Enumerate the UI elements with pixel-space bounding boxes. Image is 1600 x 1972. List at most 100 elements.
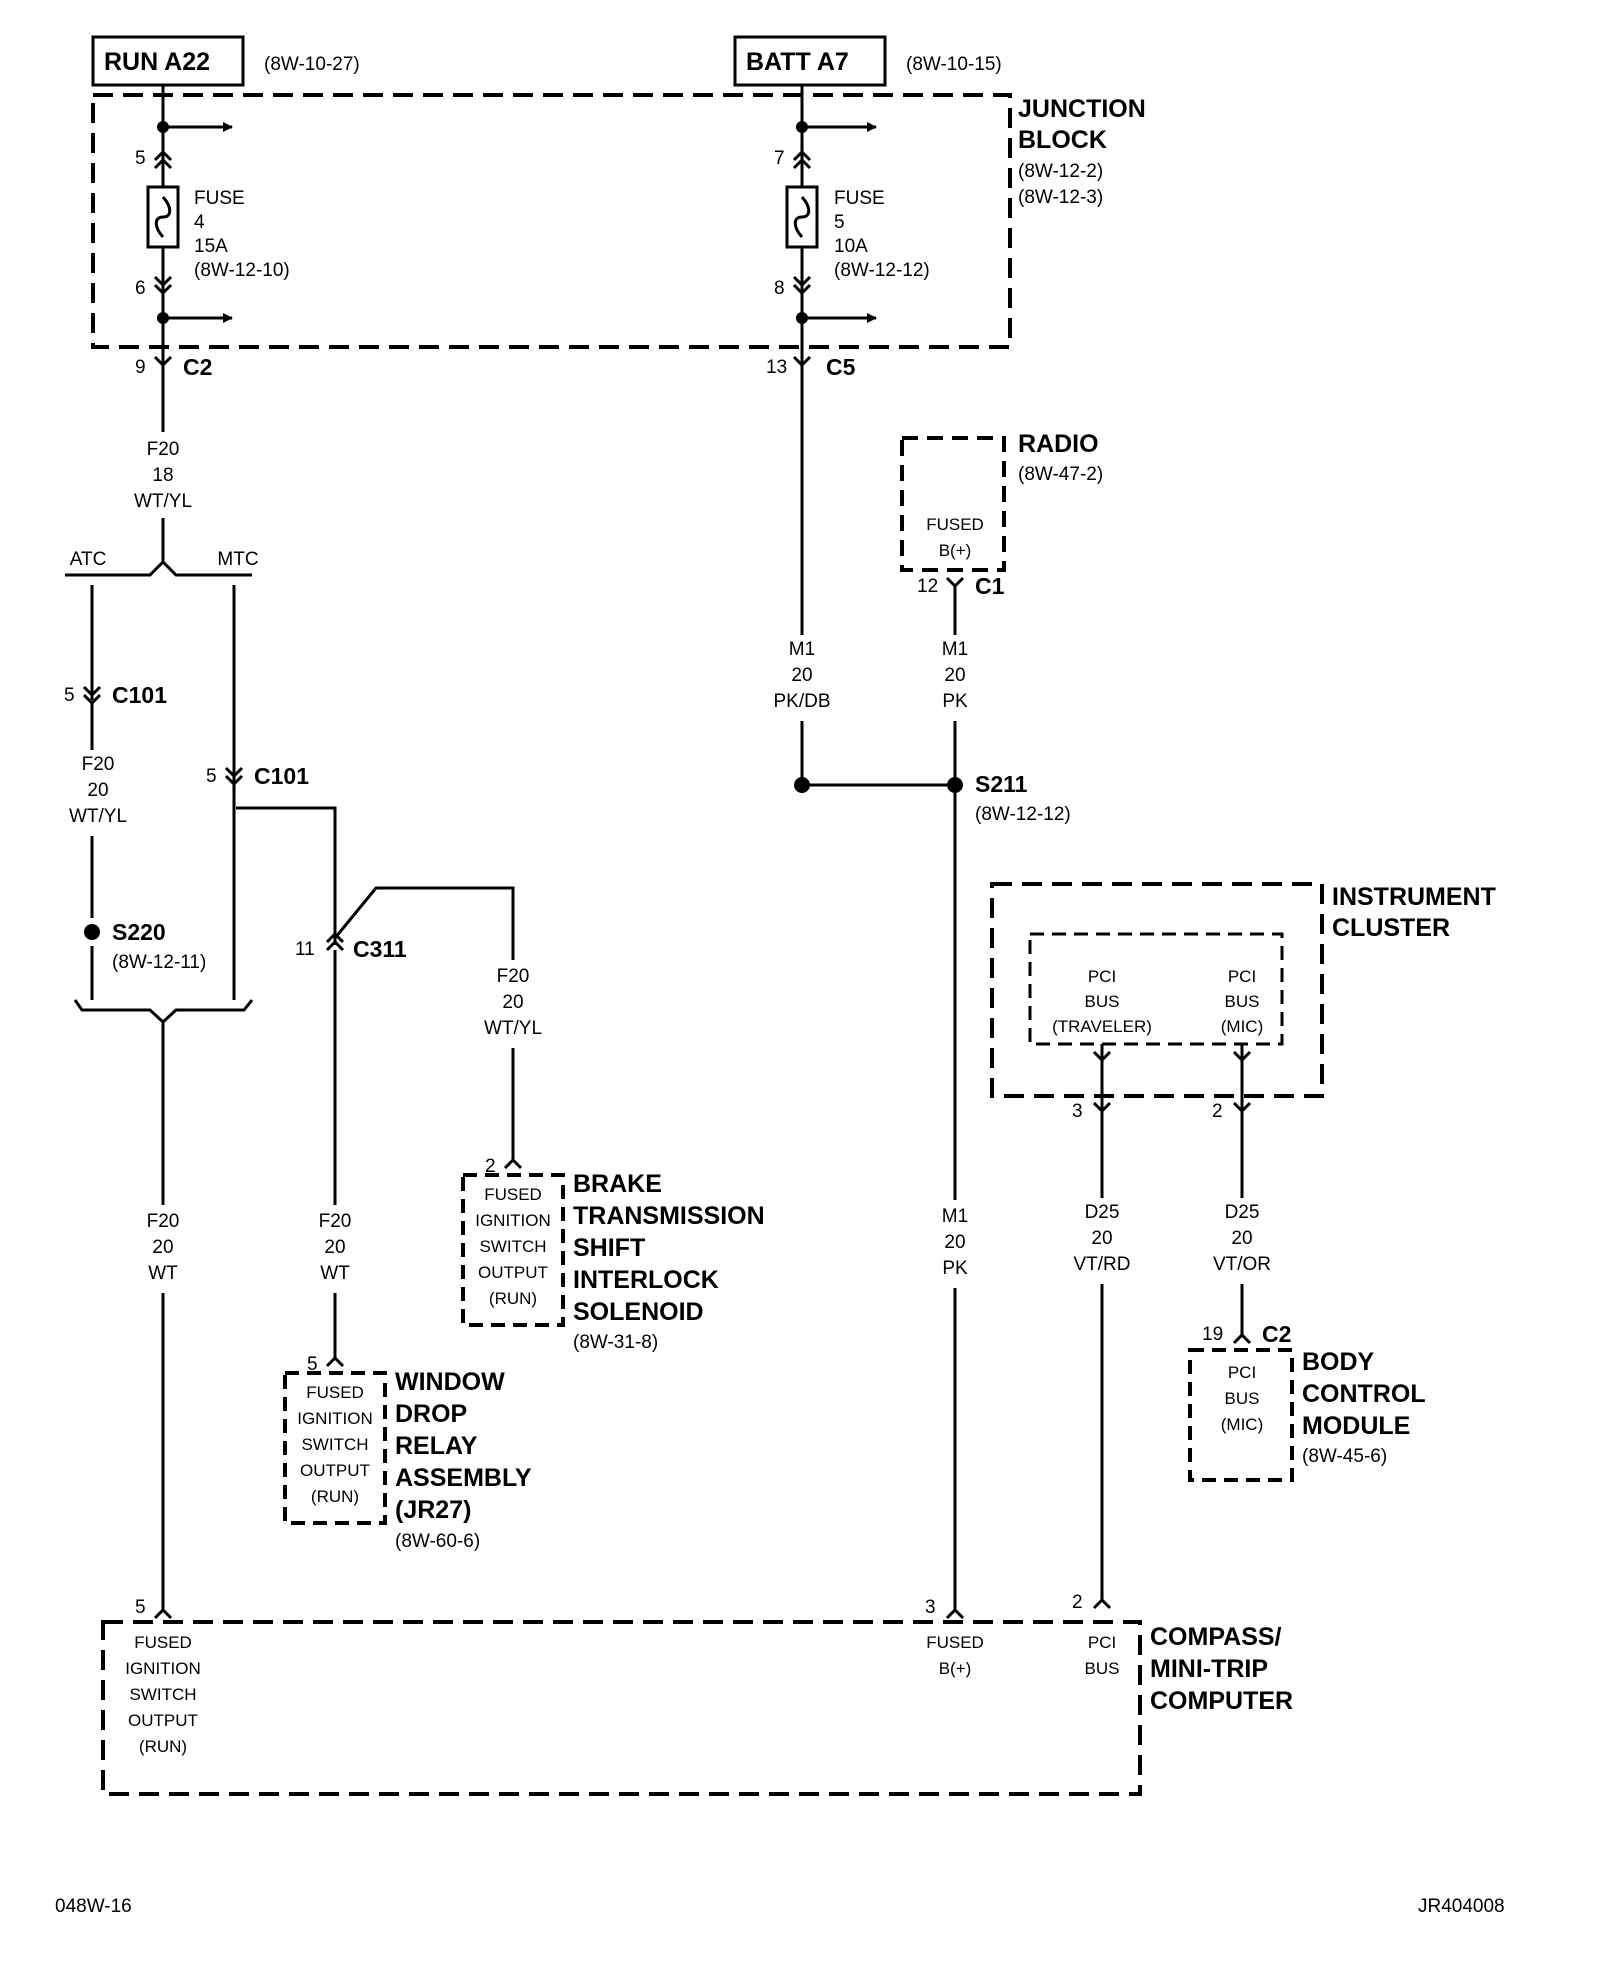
wire-m1-pk-bottom-circuit: M1: [942, 1206, 968, 1227]
compass-title-2: MINI-TRIP: [1150, 1655, 1268, 1683]
junction-block-ref2: (8W-12-3): [1018, 187, 1103, 208]
c2-connector: C2: [183, 354, 212, 380]
junction-block-name2: BLOCK: [1018, 126, 1107, 154]
window-ref: (8W-60-6): [395, 1531, 480, 1552]
c2-pin: 9: [135, 357, 146, 378]
bcm-connector: C2: [1262, 1321, 1291, 1347]
compass-batt-1: FUSED: [926, 1633, 984, 1652]
c101-atc-pin: 5: [64, 685, 75, 706]
wire-m1-pk-bottom-color: PK: [942, 1258, 968, 1279]
atc-mtc-merge: F20 20 WT: [73, 999, 254, 1610]
window-title-1: WINDOW: [395, 1368, 505, 1396]
brake-title-1: BRAKE: [573, 1170, 662, 1198]
batt-a7-source: BATT A7 (8W-10-15): [733, 35, 1002, 87]
compass-title-1: COMPASS/: [1150, 1623, 1282, 1651]
bcm-inner-2: BUS: [1225, 1389, 1260, 1408]
wire-f20-window-color: WT: [320, 1263, 350, 1284]
fuse-5-pin-in: 7: [774, 148, 785, 169]
brake-title-4: INTERLOCK: [573, 1266, 719, 1294]
instrument-cluster: INSTRUMENT CLUSTER PCI BUS (TRAVELER) PC…: [990, 882, 1496, 1600]
window-inner-3: SWITCH: [301, 1435, 368, 1454]
compass-pin-pci: 2: [1072, 1592, 1083, 1613]
s220-ref: (8W-12-11): [112, 952, 206, 973]
compass-pci-2: BUS: [1085, 1659, 1120, 1678]
bcm-inner-3: (MIC): [1221, 1415, 1263, 1434]
wire-d25-vtor-gauge: 20: [1231, 1228, 1252, 1249]
window-title-4: ASSEMBLY: [395, 1464, 532, 1492]
wire-m1-pk-top-color: PK: [942, 691, 968, 712]
body-control-module: 19 C2 PCI BUS (MIC) BODY CONTROL MODULE …: [1188, 1321, 1426, 1482]
cluster-pin-mic: 2: [1212, 1101, 1223, 1122]
brake-title-5: SOLENOID: [573, 1298, 704, 1326]
compass-mini-trip-computer: 5 3 2 FUSED IGNITION SWITCH OUTPUT (RUN)…: [101, 1592, 1293, 1796]
cluster-name2: CLUSTER: [1332, 914, 1450, 942]
run-a22-label: RUN A22: [104, 48, 210, 76]
footer-left-code: 048W-16: [55, 1896, 132, 1917]
brake-inner-5: (RUN): [489, 1289, 537, 1308]
window-title-5: (JR27): [395, 1496, 471, 1524]
wire-d25-vtrd-circuit: D25: [1085, 1202, 1120, 1223]
c101-atc-connector: C101: [112, 682, 167, 708]
s211-label: S211: [975, 771, 1028, 797]
fuse-4-l4: (8W-12-10): [194, 260, 290, 281]
wire-m1-pk-top-circuit: M1: [942, 639, 968, 660]
wire-m1-pkdb-circuit: M1: [789, 639, 815, 660]
cluster-mic-2: BUS: [1225, 992, 1260, 1011]
run-a22-ref: (8W-10-27): [264, 54, 360, 75]
brake-inner-1: FUSED: [484, 1185, 542, 1204]
s211-ref: (8W-12-12): [975, 804, 1071, 825]
fuse-4-symbol: [146, 185, 180, 249]
cluster-name1: INSTRUMENT: [1332, 883, 1496, 911]
wire-f20-atc-color: WT/YL: [69, 806, 127, 827]
c5-connector: C5: [826, 354, 856, 380]
fuse-4-circuit: 5 6 FUSE 4 15A (8W-12-10) 9 C2: [135, 85, 290, 453]
window-title-2: DROP: [395, 1400, 467, 1428]
c311-connector: C311: [353, 936, 407, 962]
fuse-5-symbol: [785, 185, 819, 249]
wire-f20-window-gauge: 20: [324, 1237, 345, 1258]
c5-pin: 13: [766, 357, 787, 378]
window-drop-relay: 5 FUSED IGNITION SWITCH OUTPUT (RUN) WIN…: [283, 1354, 532, 1552]
fuse-5-l4: (8W-12-12): [834, 260, 930, 281]
fuse-5-l2: 5: [834, 212, 845, 233]
radio-inner-2: B(+): [939, 541, 972, 560]
c311-pin: 11: [295, 939, 315, 960]
radio-connector: C1: [975, 573, 1005, 599]
wire-d25-vtrd-gauge: 20: [1091, 1228, 1112, 1249]
compass-ign-5: (RUN): [139, 1737, 187, 1756]
brake-title-3: SHIFT: [573, 1234, 645, 1262]
wire-f20-brake-gauge: 20: [502, 992, 523, 1013]
radio-name: RADIO: [1018, 430, 1099, 458]
run-a22-source: RUN A22 (8W-10-27): [91, 35, 360, 87]
fuse-4-l2: 4: [194, 212, 205, 233]
brake-inner-2: IGNITION: [475, 1211, 551, 1230]
bcm-title-3: MODULE: [1302, 1412, 1410, 1440]
compass-pci-1: PCI: [1088, 1633, 1116, 1652]
s220-splice: [84, 924, 100, 940]
bcm-ref: (8W-45-6): [1302, 1446, 1387, 1467]
wire-m1-pk-top-gauge: 20: [944, 665, 965, 686]
brake-pin: 2: [485, 1156, 496, 1177]
m1-wires: M1 20 PK/DB M1 20 PK S211 (8W-12-12) M1 …: [764, 635, 1071, 1610]
junction-block-ref1: (8W-12-2): [1018, 161, 1103, 182]
window-inner-1: FUSED: [306, 1383, 364, 1402]
wire-f20-main-circuit: F20: [147, 1211, 180, 1232]
window-inner-4: OUTPUT: [300, 1461, 370, 1480]
branch-atc: ATC: [70, 549, 107, 570]
fuse-5-l1: FUSE: [834, 188, 885, 209]
wire-m1-pkdb-color: PK/DB: [773, 691, 830, 712]
batt-a7-label: BATT A7: [746, 48, 849, 76]
cluster-mic-1: PCI: [1228, 967, 1256, 986]
brake-ref: (8W-31-8): [573, 1332, 658, 1353]
wire-d25-vtrd-color: VT/RD: [1074, 1254, 1131, 1275]
wire-f20-window-circuit: F20: [319, 1211, 352, 1232]
radio-pin: 12: [917, 576, 938, 597]
wire-f20-18-circuit: F20: [147, 439, 180, 460]
brake-inner-4: OUTPUT: [478, 1263, 548, 1282]
compass-ign-4: OUTPUT: [128, 1711, 198, 1730]
brake-inner-3: SWITCH: [479, 1237, 546, 1256]
compass-ign-1: FUSED: [134, 1633, 192, 1652]
atc-path: 5 C101 F20 20 WT/YL S220 (8W-12-11): [55, 585, 206, 1000]
fuse-5-pin-out: 8: [774, 278, 785, 299]
junction-block: JUNCTION BLOCK (8W-12-2) (8W-12-3): [91, 93, 1146, 349]
